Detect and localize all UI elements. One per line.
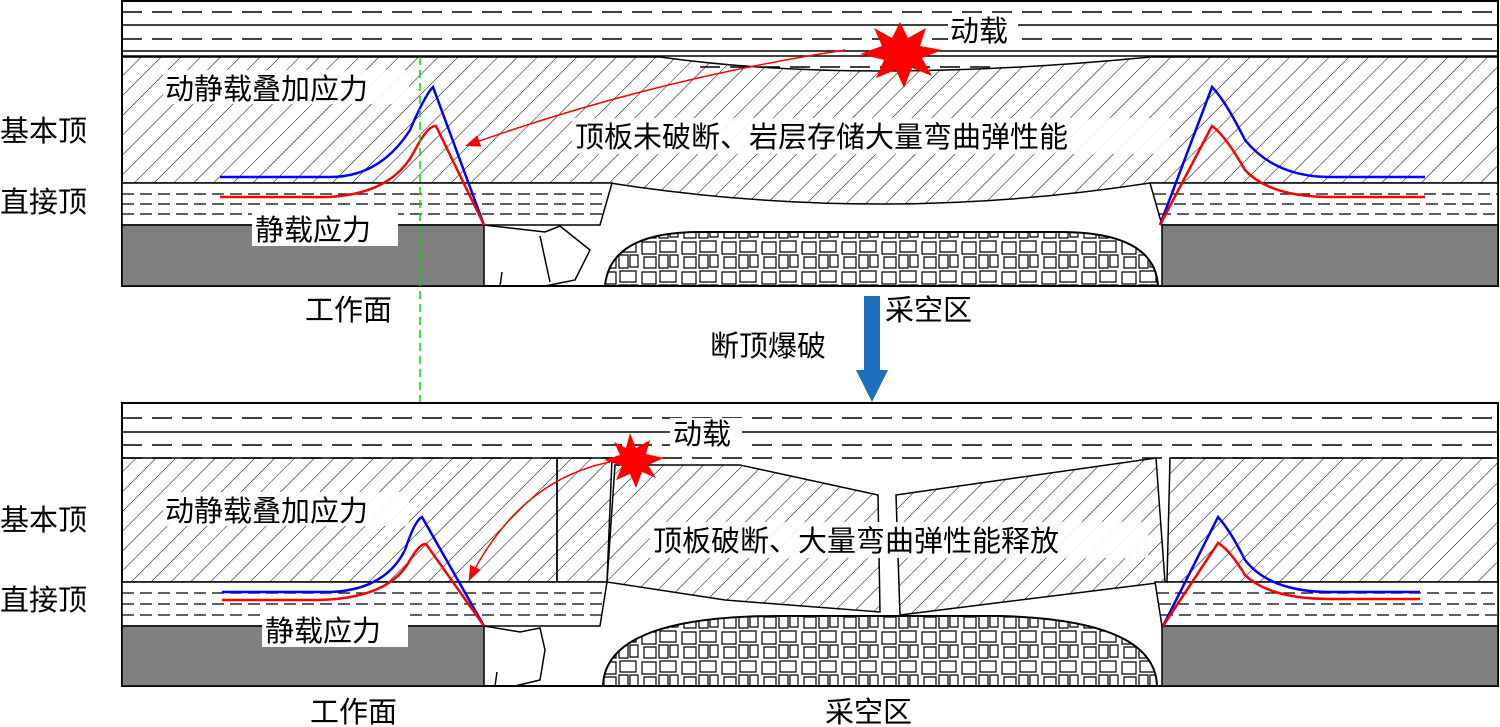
coal-seam-right xyxy=(1161,224,1499,287)
dynamic-load-label: 动载 xyxy=(673,417,731,451)
working-face-label: 工作面 xyxy=(305,293,392,327)
dynamic-load-arrow xyxy=(468,461,611,581)
static-stress-curve-left xyxy=(220,124,486,226)
dynamic-load-label: 动载 xyxy=(950,14,1008,48)
static-stress-curve-left xyxy=(222,542,486,627)
main-roof-label: 基本顶 xyxy=(0,503,87,537)
roof-blasting-label: 断顶爆破 xyxy=(710,329,826,363)
goaf-rubble xyxy=(601,615,1159,687)
coal-seam-right xyxy=(1161,625,1499,687)
explosion-icon xyxy=(604,433,664,488)
immediate-roof-label: 直接顶 xyxy=(0,185,87,219)
superposed-stress-curve-right xyxy=(1158,84,1425,226)
main-roof-label: 基本顶 xyxy=(0,114,87,148)
roof-blasting-transition: 断顶爆破 xyxy=(710,296,888,402)
down-arrow-icon xyxy=(856,370,888,402)
roof-broken-label: 顶板破断、大量弯曲弹性能释放 xyxy=(653,524,1059,558)
roof-unbroken-label: 顶板未破断、岩层存储大量弯曲弹性能 xyxy=(575,120,1068,154)
hydraulic-support xyxy=(483,625,546,687)
immediate-roof-layer xyxy=(121,182,1499,226)
superposed-stress-curve-right xyxy=(1161,514,1420,627)
dynamic-load-arrow xyxy=(465,49,846,147)
static-stress-label: 静载应力 xyxy=(265,614,381,648)
superposed-stress-label: 动静载叠加应力 xyxy=(165,72,368,106)
static-stress-curve-right xyxy=(1158,124,1425,226)
goaf-label: 采空区 xyxy=(885,293,972,327)
hydraulic-support xyxy=(483,224,591,287)
superposed-stress-curve-left xyxy=(220,84,486,226)
top-panel: 动载 动静载叠加应力 顶板未破断、岩层存储大量弯曲弹性能 静载应力 基本顶 直接… xyxy=(0,0,1499,327)
working-face-label: 工作面 xyxy=(310,695,397,727)
static-stress-curve-right xyxy=(1161,541,1420,627)
overburden-layers xyxy=(122,11,1498,68)
explosion-icon xyxy=(860,22,942,88)
immediate-roof-label: 直接顶 xyxy=(0,583,87,617)
superposed-stress-curve-left xyxy=(222,515,486,627)
goaf-rubble xyxy=(603,231,1160,287)
static-stress-label: 静载应力 xyxy=(255,213,371,247)
bottom-panel: 动载 动静载叠加应力 顶板破断、大量弯曲弹性能释放 静载应力 基本顶 直接顶 工… xyxy=(0,402,1499,727)
goaf-label: 采空区 xyxy=(825,695,912,727)
superposed-stress-label: 动静载叠加应力 xyxy=(165,494,368,528)
